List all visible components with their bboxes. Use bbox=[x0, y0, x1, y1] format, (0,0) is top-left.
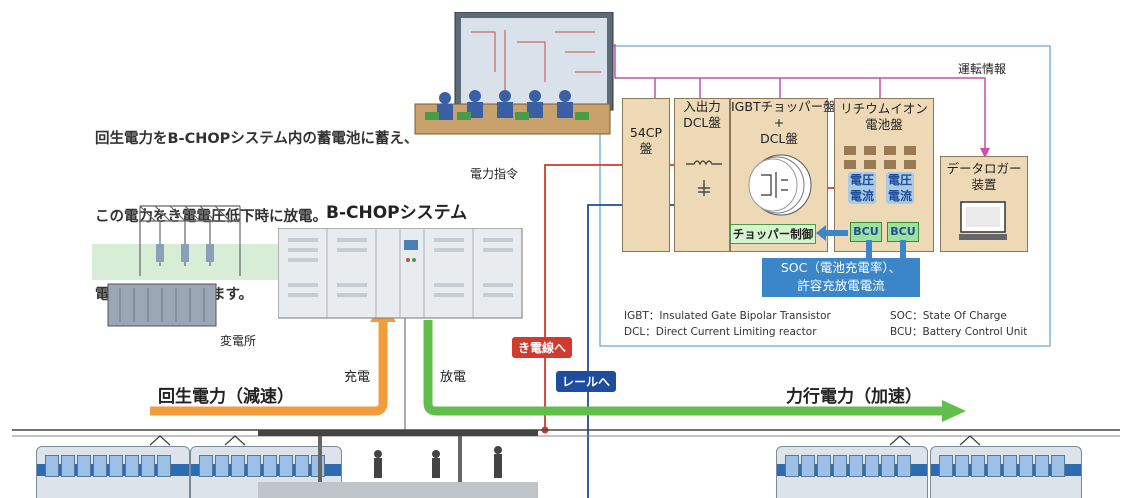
legend-igbt: IGBT：Insulated Gate Bipolar Transistor bbox=[624, 310, 831, 322]
rail-tag: レールへ bbox=[556, 371, 617, 392]
panel-lithium-label: リチウムイオン 電池盤 bbox=[840, 101, 928, 132]
train-icon-right-1 bbox=[776, 446, 928, 498]
charge-arrow bbox=[150, 318, 388, 416]
info-line bbox=[614, 44, 986, 150]
panel-io-dcl-label: 入出力 DCL盤 bbox=[683, 99, 721, 130]
charge-label: 充電 bbox=[344, 370, 371, 385]
powering-label: 力行電力（加速） bbox=[786, 387, 922, 407]
bcu-box-2: BCU bbox=[887, 222, 919, 242]
substation-label: 変電所 bbox=[220, 334, 257, 348]
info-arrowhead bbox=[980, 148, 990, 158]
sensor-label-2: 電圧 電流 bbox=[886, 172, 915, 204]
control-room-icon bbox=[414, 12, 614, 135]
panel-54cp: 54CP 盤 bbox=[622, 98, 670, 252]
train-icon-right-2 bbox=[930, 446, 1082, 498]
monitor-icon bbox=[959, 201, 1007, 240]
panel-igbt-label: IGBTチョッパー盤 + DCL盤 bbox=[731, 99, 836, 146]
soc-line-1: SOC（電池充電率）、 bbox=[780, 260, 902, 275]
chopper-control-box: チョッパー制御 bbox=[730, 224, 816, 244]
regen-label: 回生電力（減速） bbox=[158, 387, 294, 407]
ic-stack-icon bbox=[748, 154, 812, 216]
soc-line-2: 許容充放電電流 bbox=[797, 278, 885, 293]
panel-54cp-label: 54CP 盤 bbox=[629, 125, 663, 156]
operation-info-label: 運転情報 bbox=[958, 62, 1007, 76]
chopper-arrow bbox=[816, 225, 848, 241]
intro-line-1: 回生電力をB-CHOPシステム内の蓄電池に蓄え、 bbox=[95, 131, 419, 147]
bcu-box-1: BCU bbox=[850, 222, 882, 242]
discharge-label: 放電 bbox=[440, 370, 467, 385]
legend-bcu: BCU：Battery Control Unit bbox=[890, 326, 1028, 338]
panel-io-dcl: 入出力 DCL盤 bbox=[674, 98, 730, 252]
battery-cells bbox=[844, 146, 916, 169]
soc-box: SOC（電池充電率）、 許容充放電電流 bbox=[762, 258, 920, 297]
soc-arrow bbox=[866, 240, 906, 258]
sensor-label-1: 電圧 電流 bbox=[848, 172, 877, 204]
panel-logger-label: データロガー 装置 bbox=[946, 161, 1022, 192]
system-title: B-CHOPシステム bbox=[326, 203, 468, 223]
legend-soc: SOC：State Of Charge bbox=[890, 310, 1007, 322]
discharge-arrow bbox=[423, 320, 945, 416]
control-room-label: 電力指令 bbox=[470, 167, 519, 181]
platform-icon bbox=[258, 430, 538, 498]
feeder-tag: き電線へ bbox=[512, 337, 573, 358]
train-icon-left-1 bbox=[36, 446, 190, 498]
substation-icon bbox=[107, 205, 241, 327]
system-frame bbox=[599, 45, 1051, 347]
legend-dcl: DCL：Direct Current Limiting reactor bbox=[624, 326, 817, 338]
reactor-icon bbox=[686, 160, 722, 196]
b-chop-cabinet-icon bbox=[278, 228, 523, 319]
